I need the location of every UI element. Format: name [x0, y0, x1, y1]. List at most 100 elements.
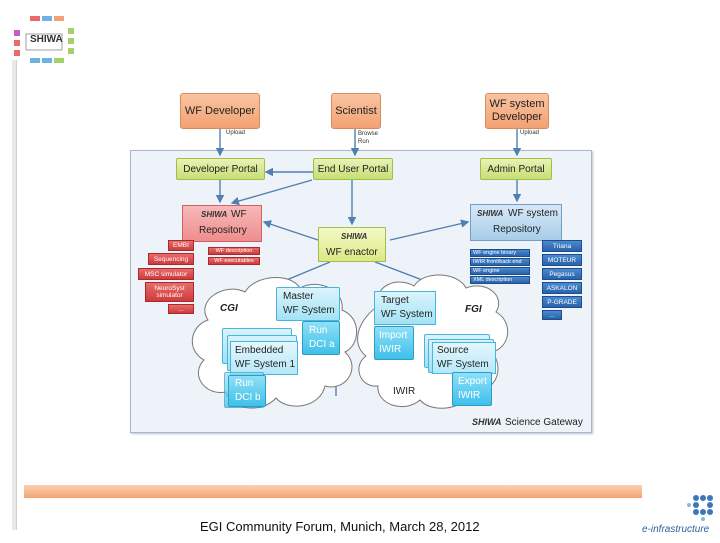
wf-sys-tab-more: ... [542, 310, 562, 320]
run-label: Run [358, 139, 370, 145]
wf-repo-tab-more-label: ... [178, 305, 184, 313]
einfrastructure-logo: e-infrastructure [640, 490, 718, 538]
developer-portal-label: Developer Portal [183, 163, 258, 175]
run-dci-b-label-1: Run [235, 378, 254, 389]
wf-system-repository-logo: SHIWA [477, 209, 504, 218]
master-wf-system-front: Master WF System [276, 287, 340, 321]
admin-portal-label: Admin Portal [487, 163, 545, 175]
source-label-2: WF System [437, 359, 489, 370]
embedded-wf-system-box: Embedded WF System 1 [230, 341, 298, 375]
wf-system-developer-box: WF system Developer [485, 93, 549, 129]
upload-left-label: Upload [226, 130, 246, 136]
wf-repo-tab-embi-label: EMBI [173, 242, 189, 249]
wf-repo-tab-embi: EMBI [168, 240, 194, 251]
browse-label: Browse [358, 131, 379, 137]
wf-repository-box: SHIWA WF Repository [182, 205, 262, 242]
target-label-2: WF System [381, 309, 433, 320]
wf-sys-tab-pgrade: P-GRADE [542, 296, 582, 308]
wf-sys-tab-more-label: ... [549, 311, 555, 319]
wf-sys-tab-moteur-label: MOTEUR [547, 256, 577, 264]
developer-portal-box: Developer Portal [176, 158, 265, 180]
wf-sys-tag-xml: XML description [470, 276, 530, 284]
wf-repository-line2: Repository [199, 225, 247, 236]
scientist-label: Scientist [335, 105, 377, 117]
wf-system-repository-box: SHIWA WF system Repository [470, 204, 562, 241]
shiwa-logo-text: SHIWA [30, 34, 63, 45]
export-label-1: Export [458, 376, 487, 387]
wf-sys-tab-pegasus-label: Pegasus [549, 270, 575, 278]
wf-sys-tag-engine-label: WF engine [473, 268, 500, 274]
master-label-2: WF System [283, 305, 335, 316]
embedded-label-1: Embedded [235, 345, 284, 356]
wf-repo-tag-description-label: WF description [215, 248, 253, 254]
footer-text: EGI Community Forum, Munich, March 28, 2… [200, 519, 480, 534]
export-label-2: IWIR [458, 390, 481, 401]
wf-sys-tab-askalon-label: ASKALON [546, 284, 578, 292]
end-user-portal-label: End User Portal [317, 163, 389, 175]
import-label-1: Import [379, 330, 408, 341]
run-dci-a-box: Run DCI a [302, 321, 340, 355]
iwir-label: IWIR [393, 386, 416, 397]
wf-system-repository-line2: Repository [493, 224, 541, 235]
wf-sys-tab-triana: Triana [542, 240, 582, 252]
import-iwir-box: Import IWIR [374, 326, 414, 360]
wf-repo-tab-sequencing-label: Sequencing [153, 255, 189, 263]
wf-sys-tag-iwir: IWIR front/back end [470, 258, 530, 266]
footer-accent-bar [24, 485, 642, 498]
wf-sys-tab-pgrade-label: P-GRADE [547, 298, 577, 306]
import-label-2: IWIR [379, 344, 402, 355]
wf-repo-tab-neurosyst: NeuroSyst simulator [145, 282, 194, 302]
wf-system-developer-label-2: Developer [491, 111, 543, 123]
left-rule [12, 60, 17, 530]
run-dci-a-label-1: Run [309, 325, 328, 336]
wf-sys-tag-binary: WF engine binary [470, 249, 530, 257]
run-dci-b-box: Run DCI b [228, 375, 266, 407]
run-dci-a-label-2: DCI a [309, 339, 335, 350]
einfrastructure-logo-graphic [687, 495, 713, 521]
end-user-portal-box: End User Portal [313, 158, 393, 180]
wf-repo-tag-executables-label: WF executables [214, 258, 254, 264]
wf-sys-tab-triana-label: Triana [552, 242, 572, 250]
wf-sys-tag-iwir-label: IWIR front/back end [473, 259, 522, 265]
wf-repository-line1: WF [231, 209, 247, 220]
shiwa-logo: SHIWA [10, 14, 84, 64]
admin-portal-box: Admin Portal [480, 158, 552, 180]
wf-repo-tab-sequencing: Sequencing [148, 253, 194, 265]
wf-repo-tab-more: ... [168, 304, 194, 314]
wf-enactor-box: SHIWA WF enactor [318, 227, 386, 262]
wf-developer-label: WF Developer [184, 105, 256, 117]
run-dci-b-label-2: DCI b [235, 392, 261, 403]
wf-sys-tag-engine: WF engine [470, 267, 530, 275]
wf-repo-tab-msc: MSC simulator [138, 268, 194, 280]
wf-sys-tag-xml-label: XML description [473, 277, 513, 283]
gateway-label: Science Gateway [505, 417, 583, 428]
upload-right-label: Upload [520, 130, 540, 136]
scientist-box: Scientist [331, 93, 381, 129]
wf-sys-tab-pegasus: Pegasus [542, 268, 582, 280]
export-iwir-box: Export IWIR [452, 372, 492, 406]
wf-repo-tag-executables: WF executables [208, 257, 260, 265]
fgi-label: FGI [465, 304, 482, 315]
wf-repo-tag-description: WF description [208, 247, 260, 255]
source-wf-system-box: Source WF System [432, 342, 496, 374]
embedded-label-2: WF System 1 [235, 359, 296, 370]
wf-sys-tag-binary-label: WF engine binary [473, 250, 517, 256]
wf-repo-tab-neurosyst-label: NeuroSyst simulator [154, 285, 185, 299]
target-wf-system-box: Target WF System [374, 291, 436, 325]
wf-system-developer-label-1: WF system [489, 98, 545, 110]
source-label-1: Source [437, 345, 469, 356]
master-label-1: Master [283, 291, 314, 302]
shiwa-logo-graphic [14, 16, 74, 63]
wf-sys-tab-moteur: MOTEUR [542, 254, 582, 266]
wf-sys-tab-askalon: ASKALON [542, 282, 582, 294]
wf-repo-tab-msc-label: MSC simulator [144, 270, 188, 278]
gateway-logo: SHIWA [472, 417, 502, 427]
einfrastructure-text: e-infrastructure [642, 524, 710, 535]
wf-enactor-logo: SHIWA [341, 232, 368, 241]
target-label-1: Target [381, 295, 409, 306]
wf-developer-box: WF Developer [180, 93, 260, 129]
wf-repository-logo: SHIWA [201, 210, 228, 219]
wf-system-repository-line1: WF system [508, 208, 558, 219]
wf-enactor-label: WF enactor [326, 247, 378, 258]
